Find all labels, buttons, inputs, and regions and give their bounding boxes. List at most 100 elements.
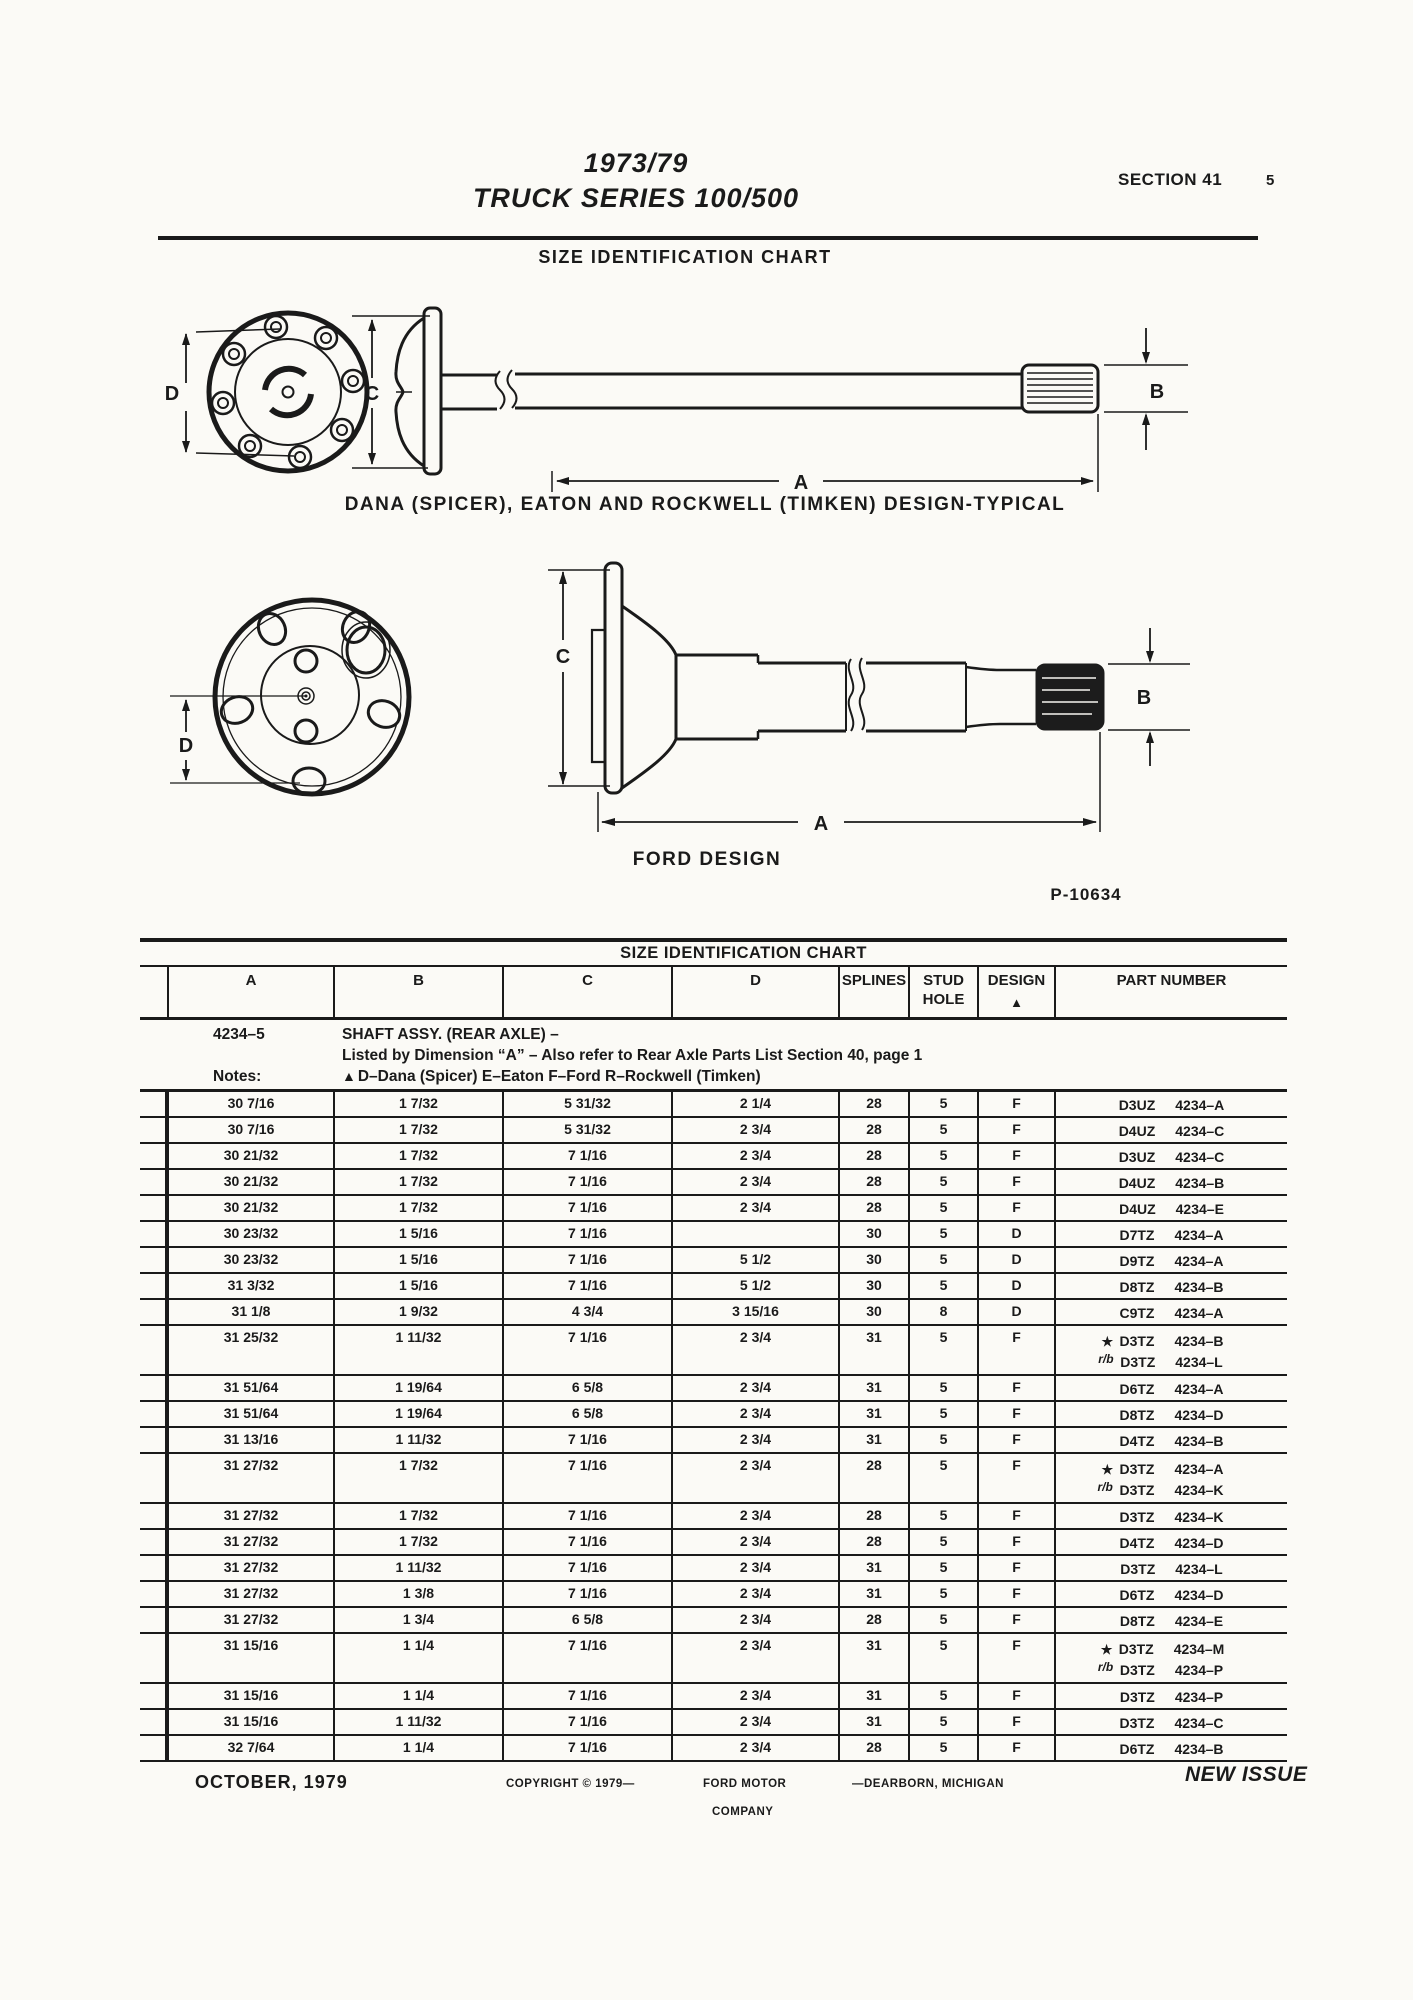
cell-a: 30 21/32 (167, 1196, 335, 1220)
part-suffix: 4234–D (1174, 1535, 1224, 1551)
cell-stud-hole: 5 (910, 1454, 979, 1502)
cell-a: 31 27/32 (167, 1454, 335, 1502)
cell-a: 31 27/32 (167, 1608, 335, 1632)
part-prefix: D6TZ (1119, 1741, 1155, 1757)
part-suffix: 4234–D (1174, 1407, 1224, 1423)
cell-splines: 31 (840, 1582, 910, 1606)
col-header-part-number: PART NUMBER (1116, 972, 1227, 989)
cell-d: 2 3/4 (673, 1326, 840, 1374)
cell-d: 5 1/2 (673, 1248, 840, 1272)
cell-c: 7 1/16 (504, 1710, 673, 1734)
col-header-design: DESIGN ▲ (979, 967, 1056, 1017)
row-lead-space (140, 1608, 167, 1632)
cell-b: 1 7/32 (335, 1170, 504, 1194)
cell-splines: 30 (840, 1274, 910, 1298)
part-prefix: D6TZ (1119, 1587, 1155, 1603)
fig2-dim-a-label: A (814, 813, 828, 835)
cell-a: 31 1/8 (167, 1300, 335, 1324)
footer-date: OCTOBER, 1979 (195, 1772, 348, 1792)
cell-part-number: D3UZ 4234–C (1056, 1144, 1287, 1168)
cell-a: 30 23/32 (167, 1222, 335, 1246)
cell-c: 7 1/16 (504, 1196, 673, 1220)
part-prefix: D4UZ (1118, 1175, 1156, 1191)
cell-splines: 28 (840, 1196, 910, 1220)
group-title: SHAFT ASSY. (REAR AXLE) – (342, 1026, 559, 1043)
cell-stud-hole: 5 (910, 1556, 979, 1580)
part-prefix: D3UZ (1118, 1149, 1156, 1165)
cell-c: 7 1/16 (504, 1248, 673, 1272)
row-lead-space (140, 1556, 167, 1580)
cell-b: 1 19/64 (335, 1402, 504, 1426)
col-header-a: A (167, 967, 335, 1017)
cell-splines: 31 (840, 1710, 910, 1734)
cell-d: 2 3/4 (673, 1710, 840, 1734)
footer-company-line1: FORD MOTOR (703, 1778, 787, 1790)
cell-b: 1 7/32 (335, 1144, 504, 1168)
page-number: 5 (1266, 172, 1275, 189)
cell-b: 1 11/32 (335, 1710, 504, 1734)
cell-c: 6 5/8 (504, 1608, 673, 1632)
cell-b: 1 1/4 (335, 1736, 504, 1760)
row-lead-space (140, 1170, 167, 1194)
cell-d: 2 3/4 (673, 1144, 840, 1168)
part-prefix: D8TZ (1119, 1407, 1155, 1423)
cell-b: 1 7/32 (335, 1454, 504, 1502)
footer-location: —DEARBORN, MICHIGAN (852, 1778, 1004, 1790)
cell-a: 30 23/32 (167, 1248, 335, 1272)
col-header-splines: SPLINES (840, 967, 910, 1017)
cell-a: 31 25/32 (167, 1326, 335, 1374)
fig2-caption: FORD DESIGN (633, 849, 781, 870)
cell-a: 31 27/32 (167, 1530, 335, 1554)
cell-a: 31 15/16 (167, 1684, 335, 1708)
design-triangle-marker: ▲ (1010, 995, 1023, 1010)
part-suffix: 4234–C (1175, 1149, 1225, 1165)
cell-a: 31 13/16 (167, 1428, 335, 1452)
replaced-by-label: r/b (1098, 1351, 1114, 1366)
part-group-block: 4234–5 SHAFT ASSY. (REAR AXLE) – Listed … (140, 1020, 1287, 1089)
cell-stud-hole: 5 (910, 1092, 979, 1116)
cell-stud-hole: 8 (910, 1300, 979, 1324)
cell-d: 2 3/4 (673, 1428, 840, 1452)
cell-c: 6 5/8 (504, 1376, 673, 1400)
part-suffix: 4234–A (1174, 1381, 1224, 1397)
part-number-line: D8TZ 4234–D (1119, 1405, 1223, 1426)
cell-design: F (979, 1144, 1056, 1168)
part-prefix: D4UZ (1119, 1201, 1156, 1217)
part-prefix: D3TZ (1120, 1561, 1156, 1577)
part-suffix: 4234–A (1175, 1097, 1225, 1113)
cell-d: 2 3/4 (673, 1196, 840, 1220)
table-top-rule (140, 938, 1287, 942)
cell-design: F (979, 1710, 1056, 1734)
row-lead-space (140, 1504, 167, 1528)
cell-c: 7 1/16 (504, 1428, 673, 1452)
footer-issue: NEW ISSUE (1185, 1763, 1308, 1786)
part-prefix: D3TZ (1119, 1509, 1155, 1525)
cell-d: 2 1/4 (673, 1092, 840, 1116)
fig2-dim-c-label: C (556, 646, 570, 668)
cell-splines: 30 (840, 1222, 910, 1246)
cell-design: F (979, 1454, 1056, 1502)
cell-a: 30 21/32 (167, 1144, 335, 1168)
row-lead-space (140, 1684, 167, 1708)
cell-b: 1 7/32 (335, 1118, 504, 1142)
part-prefix: D3TZ (1119, 1689, 1155, 1705)
row-lead-space (140, 1634, 167, 1682)
cell-splines: 28 (840, 1454, 910, 1502)
